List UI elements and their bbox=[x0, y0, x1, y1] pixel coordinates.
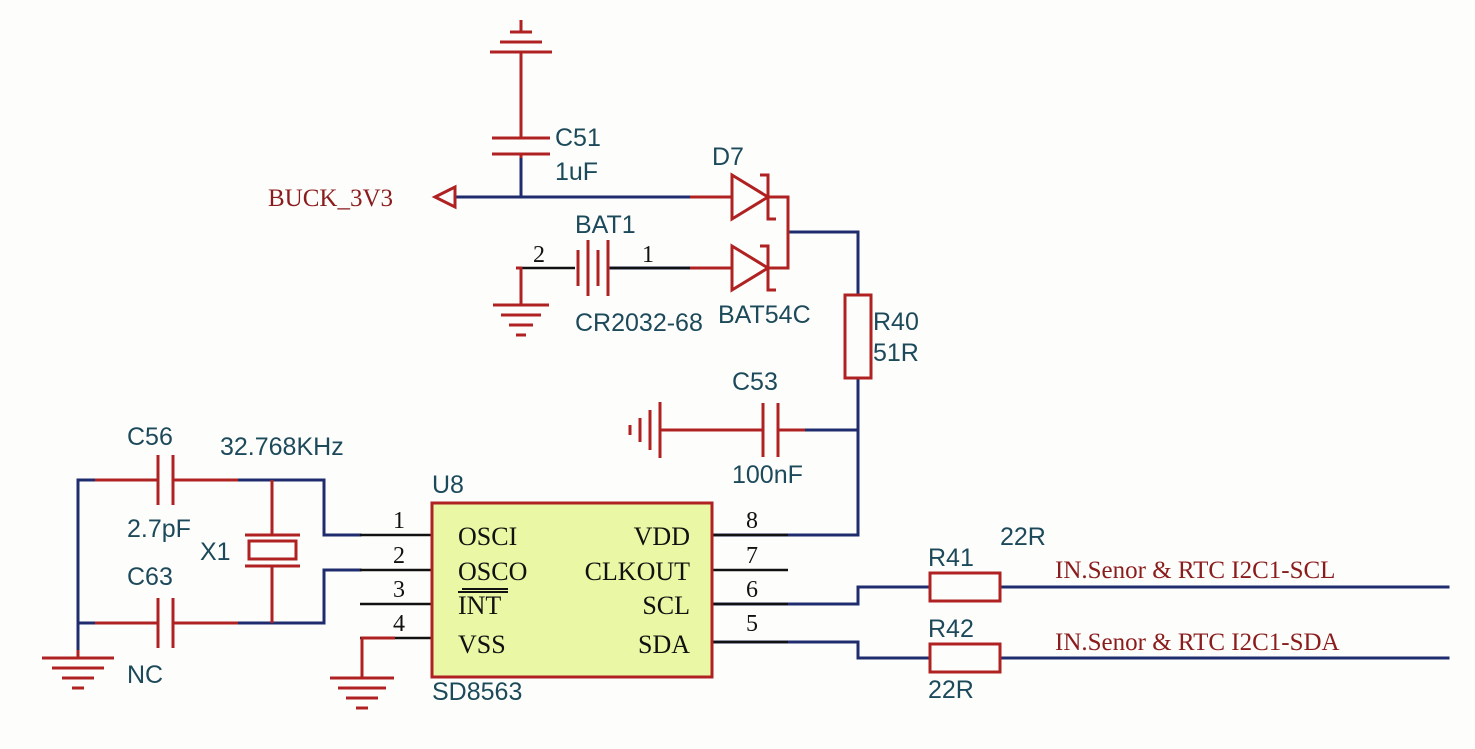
diode-d7-upper-symbol bbox=[690, 172, 790, 232]
battery-bat1-symbol bbox=[576, 240, 610, 296]
component-labels: C51 1uF D7 BAT54C BAT1 CR2032-68 R40 51R… bbox=[127, 124, 1046, 706]
pin-name-osco: OSCO bbox=[458, 557, 527, 586]
wire-osco bbox=[236, 568, 362, 625]
pin-number-4: 4 bbox=[393, 611, 405, 637]
d7-ref: D7 bbox=[712, 143, 744, 171]
pin-name-clkout: CLKOUT bbox=[585, 557, 691, 586]
c53-value: 100nF bbox=[732, 461, 803, 489]
capacitor-c63-symbol bbox=[95, 598, 238, 648]
ground-icon bbox=[493, 266, 549, 337]
r41-ref: R41 bbox=[928, 544, 974, 572]
chip-pin-names: OSCI OSCO INT VSS VDD CLKOUT SCL SDA bbox=[458, 522, 690, 659]
u8-part: SD8563 bbox=[432, 678, 522, 706]
bat1-ref: BAT1 bbox=[575, 211, 636, 239]
bat1-pin-2: 2 bbox=[533, 242, 545, 268]
pin-number-6: 6 bbox=[746, 577, 758, 603]
r42-value: 22R bbox=[928, 676, 974, 704]
wire-scl bbox=[778, 585, 932, 606]
pin-name-int: INT bbox=[458, 591, 501, 620]
capacitor-c56-symbol bbox=[95, 455, 238, 505]
ground-icon bbox=[42, 650, 114, 690]
wire-osci bbox=[236, 478, 362, 537]
resistor-r41-symbol bbox=[928, 571, 1002, 603]
pin-stubs bbox=[360, 266, 788, 644]
pin-name-sda: SDA bbox=[638, 630, 690, 659]
ground-icon bbox=[490, 20, 552, 90]
pin-number-3: 3 bbox=[393, 577, 405, 603]
chip-pin-numbers: 1 2 3 4 8 7 6 5 2 1 bbox=[393, 242, 758, 637]
capacitor-c53-symbol bbox=[660, 403, 805, 457]
c56-value: 2.7pF bbox=[127, 515, 191, 543]
pin-name-vdd: VDD bbox=[634, 522, 690, 551]
ground-icon bbox=[628, 402, 662, 458]
diode-d7-lower-symbol bbox=[690, 232, 790, 293]
r40-value: 51R bbox=[873, 339, 919, 367]
pin-number-2: 2 bbox=[393, 543, 405, 569]
r42-ref: R42 bbox=[928, 615, 974, 643]
net-buck-3v3: BUCK_3V3 bbox=[268, 185, 393, 212]
pin-number-8: 8 bbox=[746, 508, 758, 534]
c53-ref: C53 bbox=[732, 368, 778, 396]
c56-ref: C56 bbox=[127, 423, 173, 451]
d7-value: BAT54C bbox=[718, 301, 811, 329]
wire-sda bbox=[778, 640, 932, 660]
c63-value: NC bbox=[127, 661, 163, 689]
resistor-r42-symbol bbox=[928, 642, 1002, 674]
bat1-pin-1: 1 bbox=[642, 242, 654, 268]
x1-value: 32.768KHz bbox=[220, 433, 344, 461]
pin-number-5: 5 bbox=[746, 611, 758, 637]
crystal-x1-symbol bbox=[245, 480, 300, 623]
pin-number-1: 1 bbox=[393, 508, 405, 534]
u8-ref: U8 bbox=[432, 471, 464, 499]
pin-name-scl: SCL bbox=[642, 591, 690, 620]
pin-number-7: 7 bbox=[746, 543, 758, 569]
r41-value: 22R bbox=[1000, 523, 1046, 551]
port-icon bbox=[431, 184, 457, 210]
r40-ref: R40 bbox=[873, 308, 919, 336]
pin-name-osci: OSCI bbox=[458, 522, 517, 551]
capacitor-c51-symbol bbox=[492, 90, 550, 158]
components bbox=[42, 20, 1002, 710]
resistor-r40-symbol bbox=[843, 293, 873, 380]
bat1-value: CR2032-68 bbox=[575, 309, 703, 337]
pin-name-vss: VSS bbox=[458, 630, 506, 659]
net-labels: BUCK_3V3 IN.Senor & RTC I2C1-SCL IN.Seno… bbox=[268, 185, 1340, 656]
net-i2c1-sda: IN.Senor & RTC I2C1-SDA bbox=[1055, 629, 1340, 656]
net-i2c1-scl: IN.Senor & RTC I2C1-SCL bbox=[1055, 557, 1335, 584]
c51-ref: C51 bbox=[555, 124, 601, 152]
c63-ref: C63 bbox=[127, 563, 173, 591]
c51-value: 1uF bbox=[555, 158, 598, 186]
x1-ref: X1 bbox=[200, 538, 231, 566]
ground-icon bbox=[330, 636, 395, 710]
